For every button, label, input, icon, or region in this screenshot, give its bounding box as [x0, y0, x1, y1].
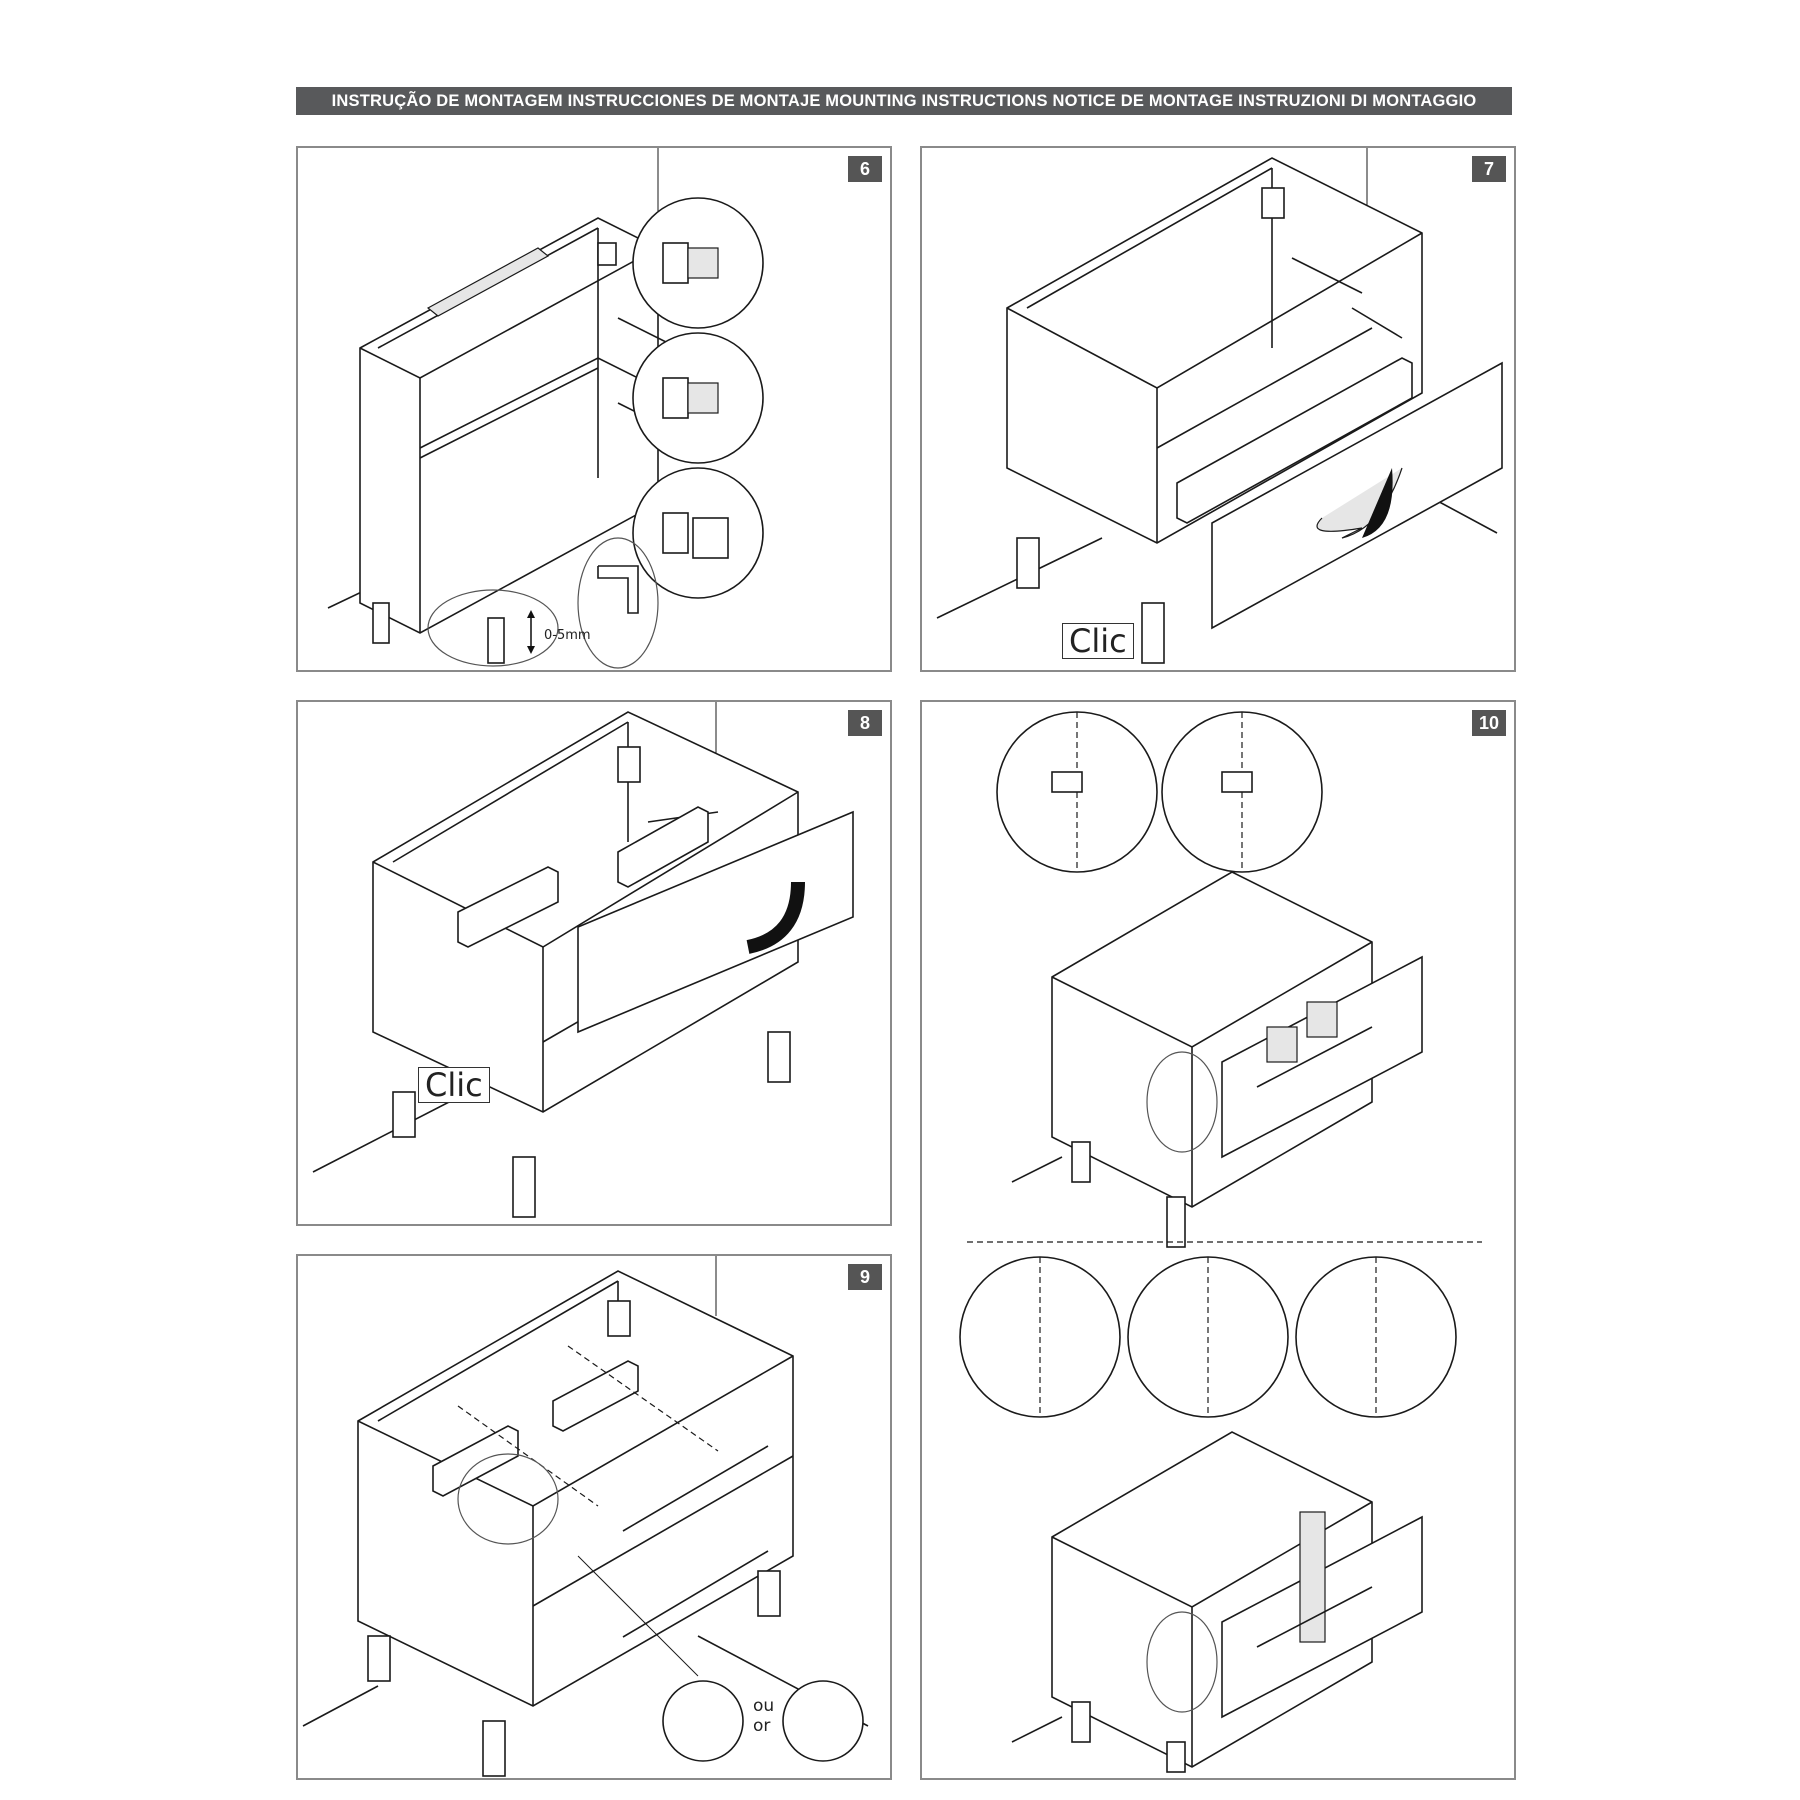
step-8-illustration — [312, 702, 854, 1218]
step-9-or-label-1: ou — [753, 1696, 775, 1716]
step-8-clic-label: Clic — [418, 1067, 490, 1103]
step-10-number: 10 — [1472, 710, 1506, 736]
step-8-panel: 8 Clic — [296, 700, 892, 1226]
header-banner: INSTRUÇÃO DE MONTAGEM INSTRUCCIONES DE M… — [296, 87, 1512, 115]
step-7-panel: 7 Clic — [920, 146, 1516, 672]
step-10-illustration — [959, 711, 1482, 1773]
step-7-illustration — [936, 148, 1503, 664]
step-9-or-label-2: or — [753, 1716, 771, 1736]
step-7-number: 7 — [1472, 156, 1506, 182]
step-9-panel: 9 ou or — [296, 1254, 892, 1780]
step-6-illustration — [327, 148, 764, 669]
step-6-number: 6 — [848, 156, 882, 182]
step-10-panel: 10 — [920, 700, 1516, 1780]
step-7-clic-label: Clic — [1062, 623, 1134, 659]
step-6-panel: 6 0-5mm — [296, 146, 892, 672]
step-6-adjust-label: 0-5mm — [544, 628, 591, 643]
step-8-number: 8 — [848, 710, 882, 736]
step-9-number: 9 — [848, 1264, 882, 1290]
step-9-illustration — [302, 1256, 869, 1777]
